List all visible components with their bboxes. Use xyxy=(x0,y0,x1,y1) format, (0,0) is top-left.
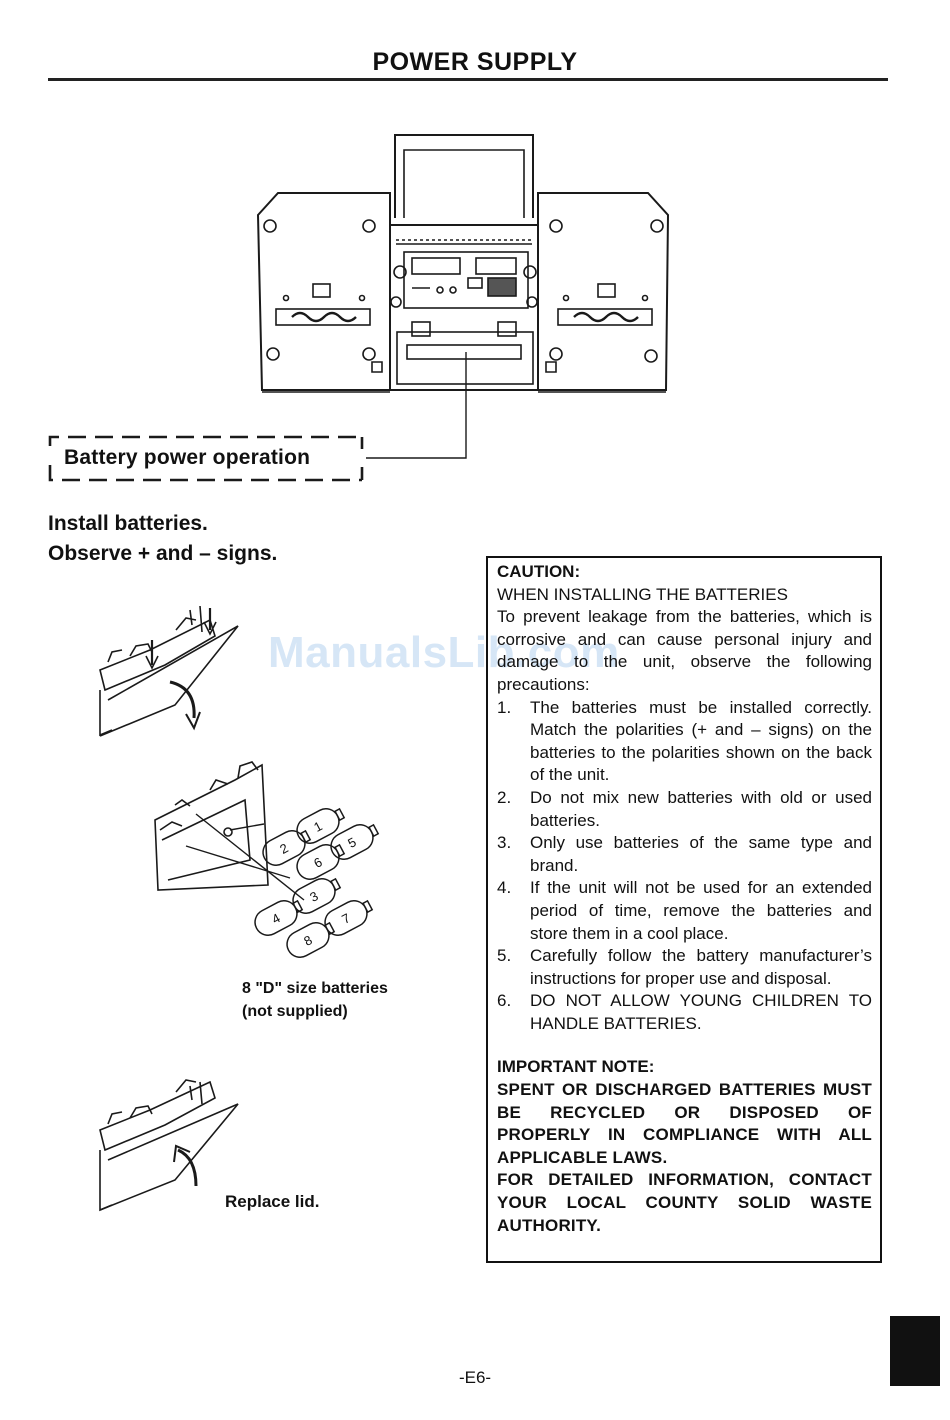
battery-label-6: 6 xyxy=(311,854,324,871)
replace-lid-illustration xyxy=(99,1079,239,1212)
corner-thumb-tab xyxy=(890,1316,940,1386)
instruction-line-2: Observe + and – signs. xyxy=(48,542,278,565)
item-number: 6. xyxy=(497,991,512,1011)
insert-batteries-illustration xyxy=(154,761,305,901)
list-item: 6. DO NOT ALLOW YOUNG CHILDREN TO HANDLE … xyxy=(497,990,872,1035)
item-text: If the unit will not be used for an exte… xyxy=(530,878,872,943)
item-text: The batteries must be installed correctl… xyxy=(530,697,872,785)
boombox-illustration xyxy=(256,134,670,459)
battery-label-2: 2 xyxy=(277,840,290,857)
caution-heading: CAUTION: xyxy=(497,562,581,581)
item-text: Only use batteries of the same type and … xyxy=(530,833,872,875)
list-item: 5. Carefully follow the battery manufactu… xyxy=(497,945,872,990)
open-lid-illustration xyxy=(99,605,239,737)
title-rule xyxy=(48,78,888,81)
replace-lid-caption: Replace lid. xyxy=(225,1192,320,1211)
instruction-line-1: Install batteries. xyxy=(48,512,208,535)
label-dashed-frame xyxy=(48,435,364,482)
item-number: 3. xyxy=(497,833,512,853)
item-text: Carefully follow the battery manufacture… xyxy=(530,946,872,988)
list-item: 4. If the unit will not be used for an ex… xyxy=(497,877,872,945)
caution-subheading: WHEN INSTALLING THE BATTERIES xyxy=(497,584,788,604)
precaution-list: 1. The batteries must be installed correc… xyxy=(497,697,872,1036)
important-note-text: SPENT OR DISCHARGED BATTERIES MUST BE RE… xyxy=(497,1080,872,1167)
section-label: Battery power operation xyxy=(64,446,311,469)
battery-caption-line-2: (not supplied) xyxy=(242,1003,348,1020)
battery-label-7: 7 xyxy=(339,910,352,927)
list-item: 1. The batteries must be installed correc… xyxy=(497,697,872,787)
battery-label-8: 8 xyxy=(301,932,314,949)
item-number: 2. xyxy=(497,787,512,807)
battery-label-4: 4 xyxy=(269,910,282,927)
page-number: -E6- xyxy=(458,1368,492,1387)
battery-label-1: 1 xyxy=(311,818,324,835)
important-note-heading: IMPORTANT NOTE: xyxy=(497,1057,655,1077)
battery-label-3: 3 xyxy=(307,888,320,905)
caution-box: CAUTION: WHEN INSTALLING THE BATTERIES T… xyxy=(486,556,882,1263)
list-item: 2. Do not mix new batteries with old or u… xyxy=(497,787,872,832)
battery-caption-line-1: 8 "D" size batteries xyxy=(242,980,388,997)
page-title: POWER SUPPLY xyxy=(372,48,578,76)
battery-cells: 2 1 6 5 3 4 7 xyxy=(254,807,380,958)
item-text: DO NOT ALLOW YOUNG CHILDREN TO HANDLE BA… xyxy=(530,991,872,1033)
caution-intro: To prevent leakage from the batteries, w… xyxy=(497,607,872,694)
detailed-info-text: FOR DETAILED INFORMATION, CONTACT YOUR L… xyxy=(497,1170,872,1235)
item-number: 1. xyxy=(497,697,512,717)
watermark: ManualsLib.com xyxy=(268,628,620,677)
item-number: 5. xyxy=(497,946,512,966)
item-number: 4. xyxy=(497,878,512,898)
list-item: 3. Only use batteries of the same type an… xyxy=(497,832,872,877)
battery-label-5: 5 xyxy=(345,834,358,851)
item-text: Do not mix new batteries with old or use… xyxy=(530,787,872,830)
